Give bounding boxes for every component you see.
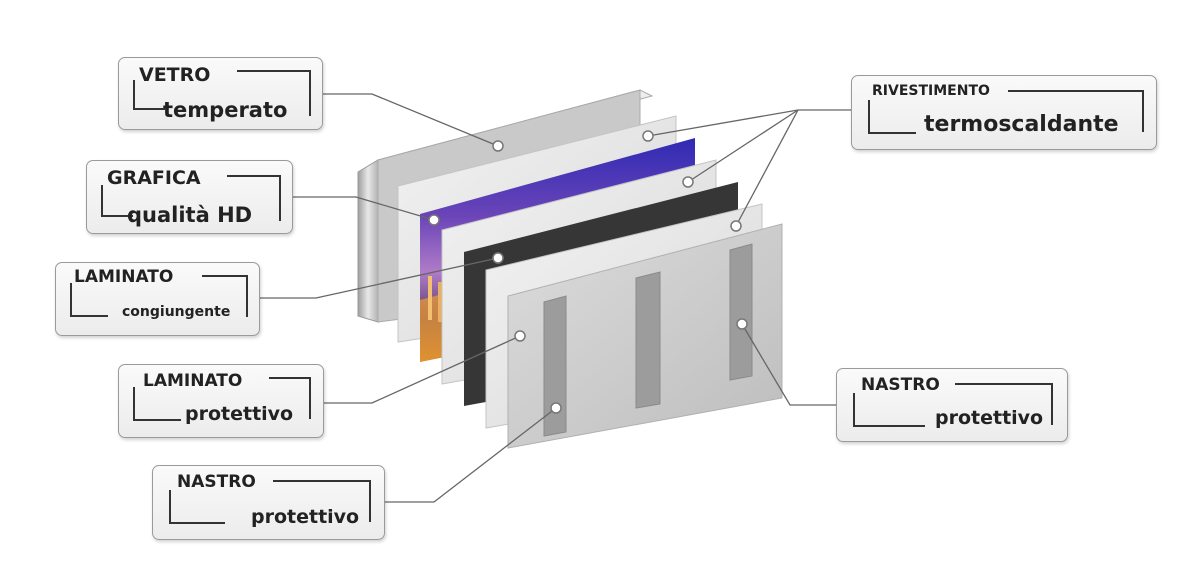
label-laminato-protettivo: LAMINATO protettivo: [118, 364, 324, 438]
label-nastro-protettivo-left: NASTRO protettivo: [152, 465, 385, 540]
label-vetro-temperato: VETRO temperato: [118, 57, 323, 130]
label-title: LAMINATO: [143, 371, 243, 391]
label-title: LAMINATO: [74, 267, 174, 287]
label-subtitle: qualità HD: [127, 203, 253, 227]
label-subtitle: temperato: [163, 98, 288, 122]
label-laminato-congiungente: LAMINATO congiungente: [55, 262, 260, 336]
back-panel: [507, 223, 783, 449]
leader-dots: [428, 130, 748, 414]
label-title: NASTRO: [177, 472, 256, 492]
label-title: RIVESTIMENTO: [872, 83, 990, 99]
label-nastro-protettivo-right: NASTRO protettivo: [836, 368, 1068, 442]
label-subtitle: protettivo: [251, 506, 360, 528]
label-grafica-hd: GRAFICA qualità HD: [86, 160, 293, 234]
leader-lines: [258, 93, 852, 503]
label-subtitle: congiungente: [122, 304, 231, 320]
label-subtitle: protettivo: [935, 407, 1044, 429]
label-rivestimento-termoscaldante: RIVESTIMENTO termoscaldante: [851, 75, 1157, 150]
label-subtitle: protettivo: [185, 403, 294, 425]
label-title: NASTRO: [861, 375, 940, 395]
label-title: VETRO: [139, 64, 211, 86]
label-title: GRAFICA: [107, 167, 201, 189]
label-subtitle: termoscaldante: [924, 112, 1119, 137]
